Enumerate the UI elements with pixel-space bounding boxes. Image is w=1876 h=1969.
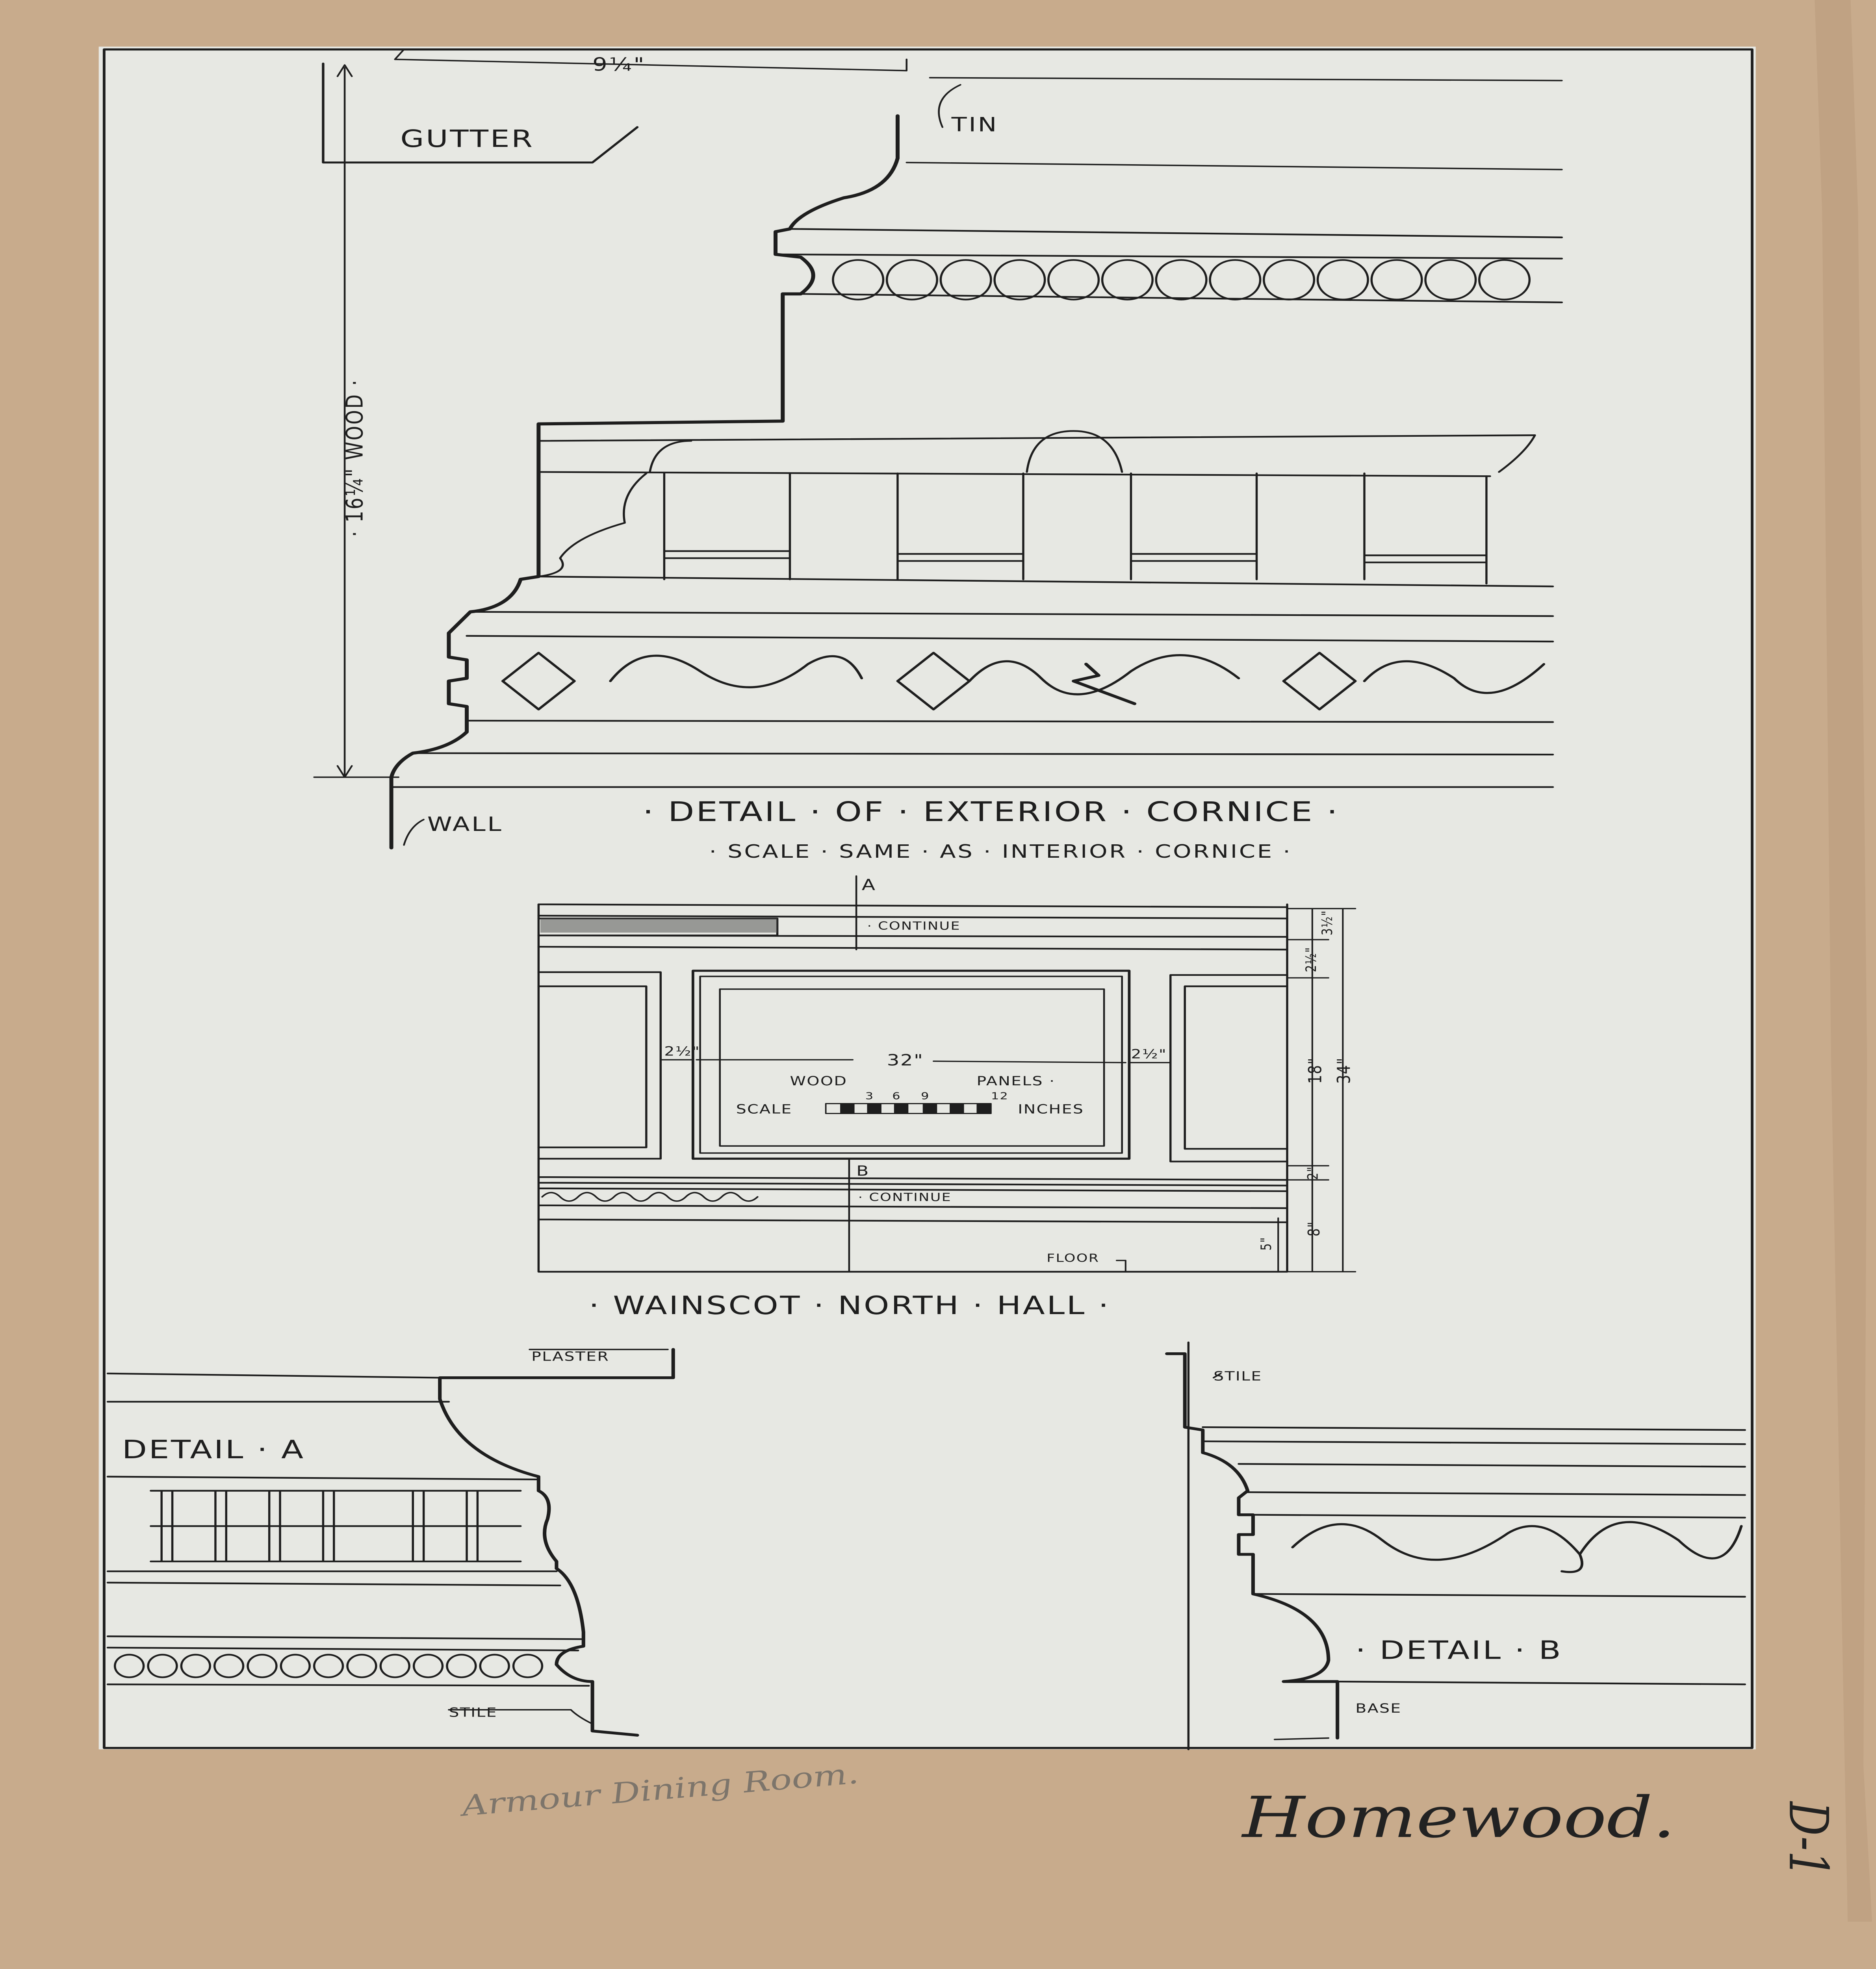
dim-stile-right: 2½"	[1131, 1047, 1167, 1062]
detail-a-stile-label: STILE	[449, 1705, 497, 1720]
inches-label: INCHES	[1018, 1102, 1084, 1117]
dim-right-8: 8"	[1304, 1221, 1323, 1237]
bead-circle	[247, 1654, 278, 1678]
dentil-circle	[1209, 259, 1262, 300]
dim-right-18: 18"	[1304, 1057, 1325, 1084]
scale-tick-3: 3	[865, 1090, 874, 1102]
section-a-label: A	[862, 876, 877, 894]
scale-label: SCALE	[736, 1102, 792, 1117]
detail-a-title: DETAIL · A	[122, 1435, 305, 1465]
plaster-label: PLASTER	[531, 1349, 609, 1364]
base-label: BASE	[1355, 1701, 1401, 1716]
dentil-circle	[1478, 259, 1531, 300]
exterior-cornice-detail: 9¼" GUTTER TIN · 16¼" WOOD · WALL · DETA…	[313, 48, 1563, 862]
detail-a: DETAIL · A PLASTER STILE	[106, 1348, 675, 1737]
dentil-circle	[832, 259, 885, 300]
dim-right-3-5: 3½"	[1319, 910, 1336, 936]
bead-circle	[313, 1654, 344, 1678]
wood-label: WOOD	[790, 1073, 847, 1088]
detail-a-bead-row	[113, 1654, 544, 1678]
dentil-circle	[939, 259, 992, 300]
dim-stile-left: 2½"	[664, 1044, 700, 1059]
sheet-border	[102, 48, 1754, 1749]
wall-label: WALL	[427, 813, 503, 836]
exterior-cornice-title: · DETAIL · OF · EXTERIOR · CORNICE ·	[643, 797, 1340, 828]
dentil-circle	[1101, 259, 1154, 300]
dim-right-5: 5"	[1258, 1237, 1275, 1251]
bead-circle	[113, 1654, 145, 1678]
bead-circle	[180, 1654, 212, 1678]
sheet-number: D-1	[1777, 1801, 1839, 1878]
exterior-cornice-subtitle: · SCALE · SAME · AS · INTERIOR · CORNICE…	[709, 841, 1292, 862]
dentil-circle	[885, 259, 938, 300]
dim-right-2: 2"	[1304, 1166, 1321, 1180]
dentil-circle	[1316, 259, 1369, 300]
dentil-row	[832, 259, 1531, 300]
scale-tick-6: 6	[892, 1090, 901, 1102]
architectural-drawing-sheet: 9¼" GUTTER TIN · 16¼" WOOD · WALL · DETA…	[98, 0, 1872, 1922]
dentil-circle	[1370, 259, 1423, 300]
bead-circle	[213, 1654, 245, 1678]
wainscot-elevation: A · CONTINUE 2½" 32" 2½" WOOD PANELS · S…	[537, 875, 1356, 1320]
scale-tick-12: 12	[991, 1090, 1009, 1102]
bead-circle	[379, 1654, 410, 1678]
continue-top-label: · CONTINUE	[867, 920, 960, 933]
section-b-label: B	[856, 1162, 870, 1179]
dentil-circle	[1047, 259, 1100, 300]
bead-circle	[346, 1654, 377, 1678]
dentil-circle	[1155, 259, 1208, 300]
dim-right-2-5: 2½"	[1303, 947, 1319, 972]
dim-total-34: 34"	[1333, 1057, 1354, 1084]
bead-circle	[512, 1654, 544, 1678]
dentil-circle	[1424, 259, 1477, 300]
detail-b: STILE · DETAIL · B BASE	[1165, 1341, 1746, 1750]
dentil-circle	[993, 259, 1046, 300]
panels-label: PANELS ·	[976, 1073, 1055, 1088]
scale-bar	[825, 1103, 992, 1114]
scale-tick-9: 9	[921, 1090, 930, 1102]
dim-width-label: 9¼"	[592, 54, 646, 75]
wainscot-title: · WAINSCOT · NORTH · HALL ·	[589, 1291, 1110, 1320]
gutter-label: GUTTER	[400, 125, 534, 153]
bead-circle	[446, 1654, 477, 1678]
continue-bottom-label: · CONTINUE	[858, 1191, 952, 1204]
bead-circle	[412, 1654, 444, 1678]
bead-circle	[280, 1654, 311, 1678]
paper-shadow	[1815, 0, 1872, 1922]
detail-b-title: · DETAIL · B	[1355, 1635, 1562, 1665]
dim-height-label: · 16¼" WOOD ·	[341, 378, 368, 537]
detail-b-stile-label: STILE	[1214, 1369, 1262, 1384]
bead-circle	[479, 1654, 510, 1678]
signature: Homewood.	[1241, 1785, 1676, 1850]
floor-label: FLOOR	[1047, 1251, 1099, 1264]
tin-label: TIN	[951, 113, 998, 136]
bead-circle	[147, 1654, 178, 1678]
dentil-circle	[1263, 259, 1316, 300]
dim-panel-width: 32"	[887, 1051, 924, 1069]
